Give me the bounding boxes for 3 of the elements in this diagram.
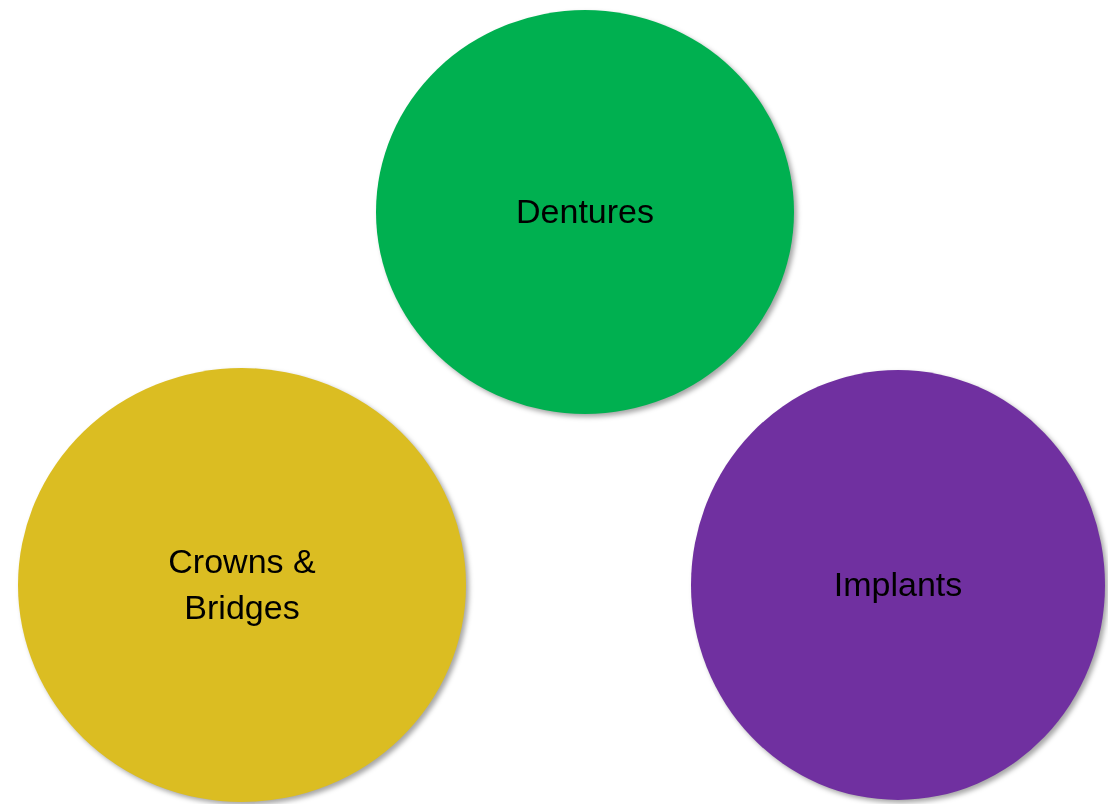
circle-label: Crowns & Bridges xyxy=(167,541,317,628)
circle-label: Implants xyxy=(833,564,963,606)
circle-label: Dentures xyxy=(516,191,654,233)
